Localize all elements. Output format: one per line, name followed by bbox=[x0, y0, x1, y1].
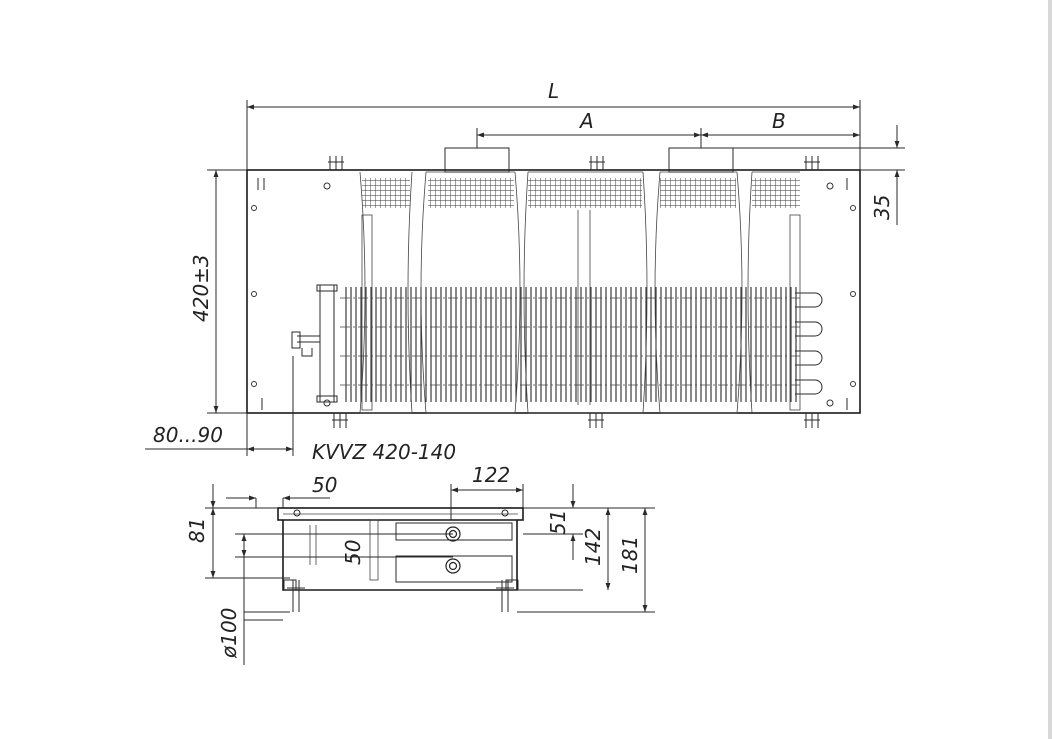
inner-baffle bbox=[369, 519, 379, 581]
collector-cap-bottom bbox=[316, 395, 338, 403]
model-label: KVVZ 420-140 bbox=[312, 440, 456, 464]
dim-50-left: 50 bbox=[341, 540, 365, 565]
upper-fin-pack bbox=[395, 522, 513, 541]
top-view: L A B 35 420±3 80...90 KVVZ 420-140 bbox=[145, 79, 905, 464]
inner-rail-right bbox=[789, 214, 801, 411]
dim-80-90: 80...90 bbox=[153, 423, 223, 447]
tube-u-bends bbox=[795, 292, 823, 395]
collector-cap-top bbox=[316, 284, 338, 292]
dim-B: B bbox=[772, 109, 786, 133]
dim-181: 181 bbox=[618, 536, 642, 574]
dim-420: 420±3 bbox=[189, 254, 213, 322]
section-view: 50 122 81 50 51 142 181 ø100 bbox=[185, 463, 655, 665]
grille-mesh-3 bbox=[528, 178, 642, 208]
dim-L: L bbox=[548, 79, 559, 103]
outlet-box-1 bbox=[444, 147, 510, 173]
dim-50-top: 50 bbox=[312, 473, 337, 497]
grille-mesh-1 bbox=[362, 178, 410, 208]
dim-81: 81 bbox=[185, 518, 209, 543]
section-feet bbox=[283, 579, 519, 612]
adjustment-feet bbox=[257, 156, 848, 428]
outlet-box-2 bbox=[668, 147, 734, 173]
dim-diameter-100: ø100 bbox=[217, 608, 241, 659]
trough-body bbox=[282, 520, 518, 591]
inner-rail-left bbox=[361, 214, 373, 411]
dim-35: 35 bbox=[870, 195, 894, 220]
lower-fin-pack bbox=[395, 555, 513, 583]
air-vent-valve bbox=[291, 331, 320, 357]
dim-A: A bbox=[578, 109, 594, 133]
tube-centerlines bbox=[340, 297, 800, 386]
grille-mesh-4 bbox=[660, 178, 736, 208]
page-edge bbox=[1048, 0, 1052, 739]
collector-pipe bbox=[319, 284, 335, 403]
dim-122: 122 bbox=[472, 463, 510, 487]
dim-51: 51 bbox=[546, 510, 570, 535]
mounting-holes bbox=[251, 182, 856, 407]
dim-142: 142 bbox=[581, 528, 605, 566]
grille-mesh-2 bbox=[428, 178, 514, 208]
heat-exchanger-fins bbox=[342, 287, 797, 402]
top-view-dimensions bbox=[145, 100, 905, 456]
section-dimensions bbox=[205, 484, 655, 665]
grille-mesh-5 bbox=[752, 178, 800, 208]
